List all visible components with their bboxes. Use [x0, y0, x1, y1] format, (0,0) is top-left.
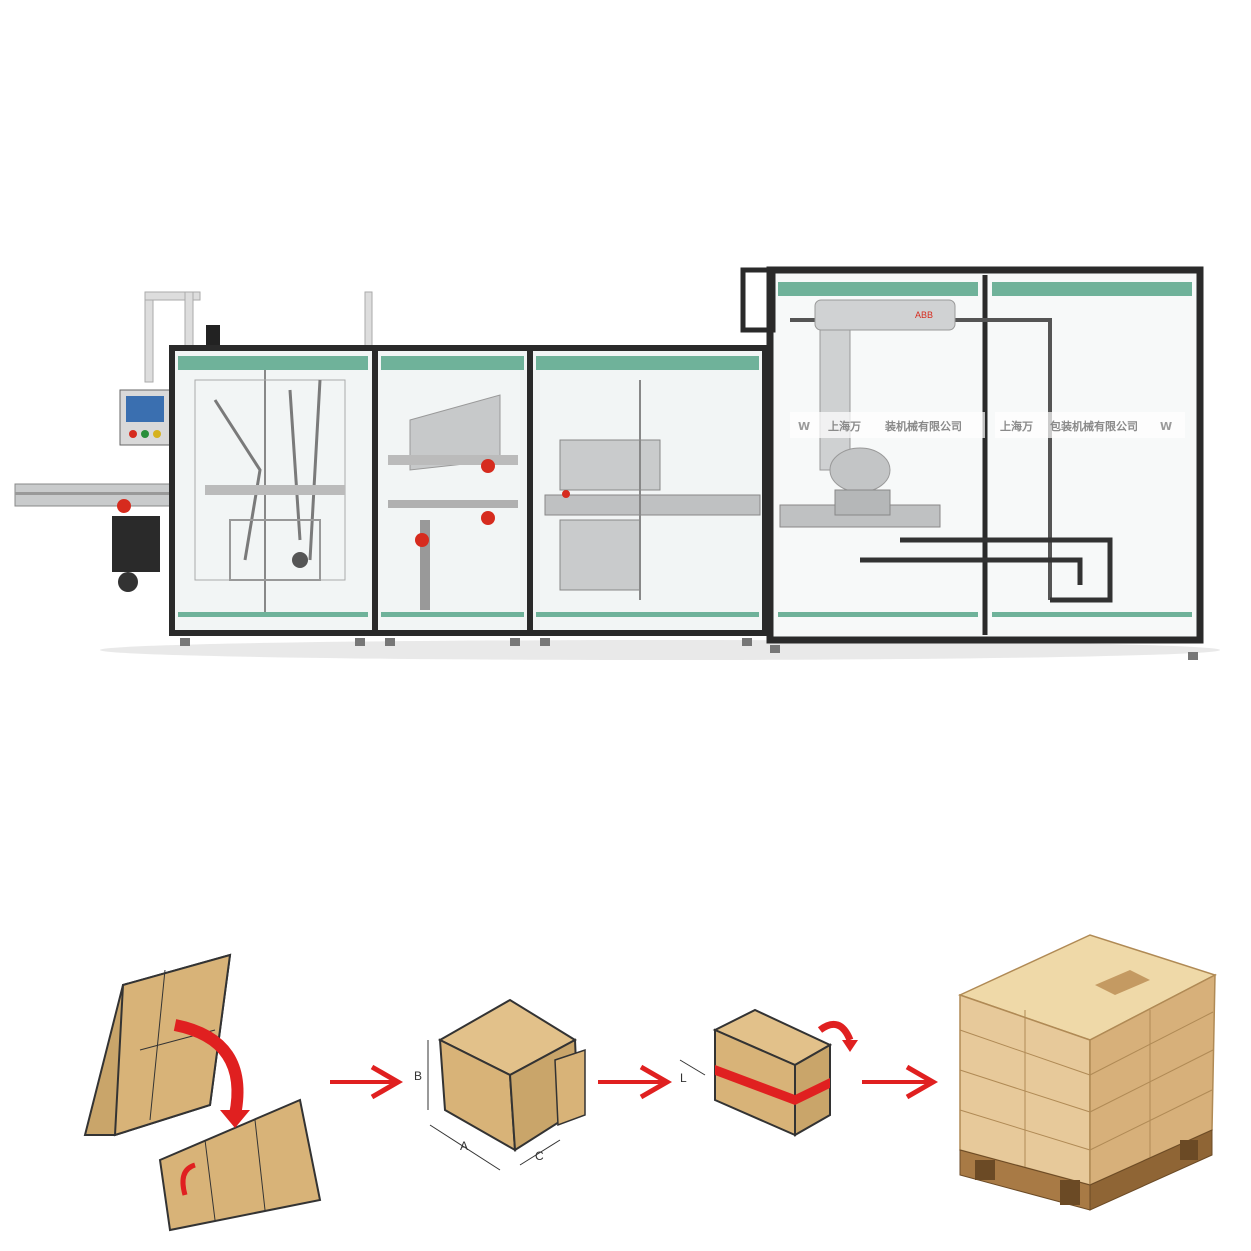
- infeed-conveyor: [14, 483, 176, 592]
- dimension-a: A: [460, 1139, 468, 1153]
- watermark-left: 上海万: [828, 419, 861, 433]
- taped-carton: L: [679, 1008, 858, 1137]
- sealing-module: [527, 345, 768, 636]
- packaging-line-illustration: ABB W 上海万 装机械有限公司 上海万 包装机械有限公司 W: [14, 266, 1220, 660]
- robot-arm-icon: ABB: [814, 299, 956, 516]
- logo-icon: W: [798, 420, 810, 433]
- machine-feet: [180, 638, 1198, 660]
- watermark-left-tail: 装机械有限公司: [884, 419, 962, 433]
- touch-panel-icon: [119, 389, 171, 446]
- pallet-load: [957, 934, 1217, 1211]
- flat-carton-stack: [83, 953, 322, 1232]
- loading-module: [372, 345, 533, 636]
- dimension-b: B: [414, 1069, 422, 1083]
- fold-arrow-icon: [173, 1019, 244, 1117]
- rotate-arrow-icon: [817, 1020, 854, 1042]
- machine-svg: ABB W 上海万 装机械有限公司 上海万 包装机械有限公司 W: [14, 266, 1220, 660]
- watermark-right-tail: 包装机械有限公司: [1049, 419, 1138, 433]
- flow-arrow-icon: [598, 1064, 673, 1100]
- handwheel-icon: [118, 572, 138, 592]
- process-flow: B A C L: [0, 900, 1251, 1251]
- dimension-c: C: [535, 1149, 544, 1163]
- floor-shadow: [100, 640, 1220, 660]
- erector-module: [169, 345, 378, 636]
- logo-icon: W: [1160, 420, 1172, 433]
- flow-arrow-icon: [330, 1064, 404, 1100]
- robot-brand: ABB: [915, 310, 933, 320]
- flow-arrow-icon: [862, 1064, 939, 1100]
- watermark-band: W 上海万 装机械有限公司 上海万 包装机械有限公司 W: [790, 412, 1185, 438]
- process-svg: B A C L: [83, 934, 1217, 1232]
- watermark-right: 上海万: [1000, 419, 1033, 433]
- erected-carton: B A C: [414, 998, 586, 1171]
- palletizing-cell: ABB: [740, 266, 1204, 644]
- dimension-l: L: [680, 1071, 687, 1085]
